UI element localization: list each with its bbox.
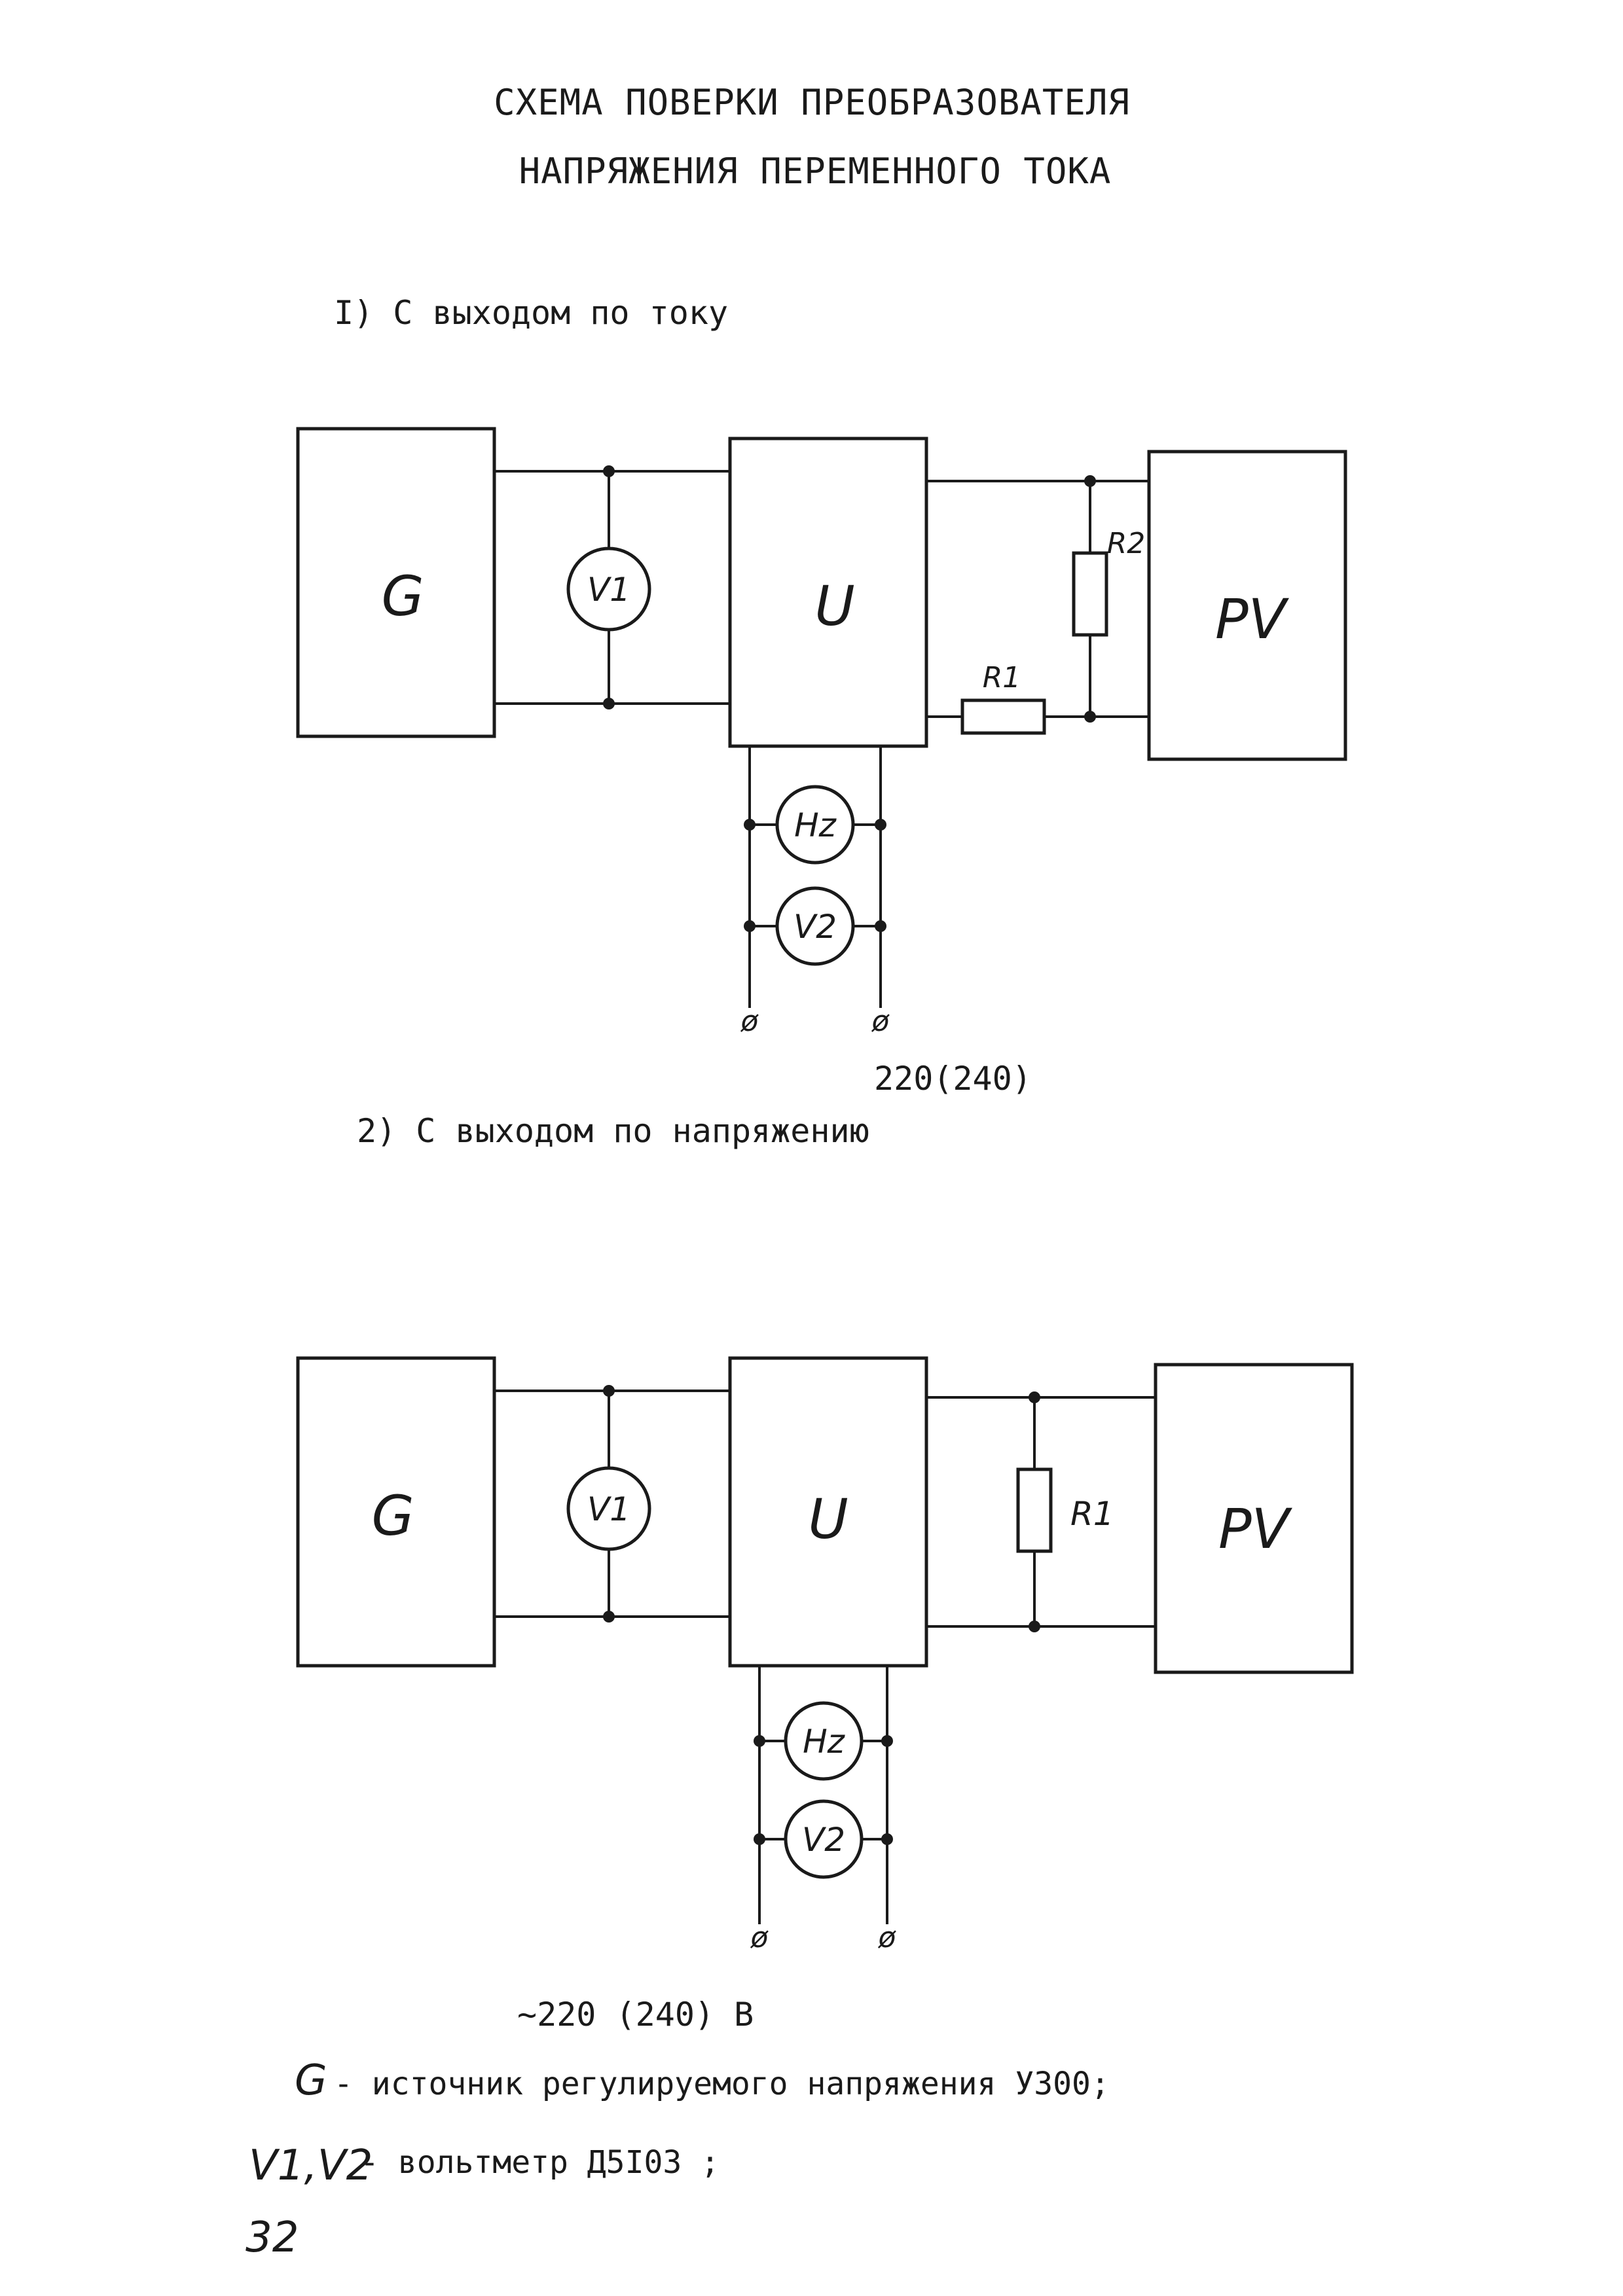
meter-hz-label: Hz — [803, 1723, 846, 1761]
node — [881, 1833, 893, 1845]
legend-text-g: - источник регулируемого напряжения У300… — [334, 2066, 1110, 2102]
meter-hz — [784, 1701, 864, 1781]
node — [603, 1611, 615, 1623]
page-number: 32 — [246, 2214, 299, 2262]
meter-v2-label: V2 — [793, 908, 837, 946]
node — [603, 1385, 615, 1397]
terminal-right: ø — [871, 1005, 890, 1038]
resistor-r1 — [1016, 1467, 1053, 1553]
block-u — [728, 437, 928, 748]
meter-v2 — [784, 1799, 864, 1879]
meter-v2-label: V2 — [802, 1821, 845, 1859]
node — [603, 698, 615, 709]
node — [1029, 1621, 1040, 1632]
block-pv-label: PV — [1218, 1497, 1293, 1561]
scheme2-heading: 2) С выходом по напряжению — [357, 1112, 869, 1150]
meter-v1-label: V1 — [587, 571, 630, 609]
block-u-label: U — [814, 574, 854, 638]
meter-v1 — [566, 547, 651, 632]
node — [744, 819, 756, 831]
node — [875, 819, 886, 831]
legend: G - источник регулируемого напряжения У3… — [249, 2056, 1110, 2190]
scheme-current-output: I) С выходом по току G U PV V1 R1 R2 — [296, 294, 1347, 1098]
node — [603, 465, 615, 477]
block-g-label: G — [371, 1484, 414, 1548]
legend-text-v1-v2: - вольтметр Д5I03 ; — [360, 2144, 720, 2181]
node — [875, 920, 886, 932]
legend-symbol-g: G — [295, 2056, 327, 2105]
block-g-label: G — [381, 564, 424, 628]
node — [754, 1735, 765, 1747]
block-g — [296, 427, 496, 738]
node — [1084, 475, 1096, 487]
node — [744, 920, 756, 932]
block-pv — [1154, 1363, 1354, 1674]
title-line-1: СХЕМА ПОВЕРКИ ПРЕОБРАЗОВАТЕЛЯ — [494, 82, 1130, 123]
meter-hz-label: Hz — [794, 806, 837, 844]
resistor-r1-label: R1 — [1070, 1495, 1114, 1533]
node — [754, 1833, 765, 1845]
block-pv — [1147, 450, 1347, 761]
terminal-left: ø — [750, 1921, 769, 1954]
scheme1-heading: I) С выходом по току — [334, 294, 728, 332]
scheme2-supply-label: ~220 (240) В — [517, 1996, 754, 2034]
resistor-r2 — [1072, 551, 1108, 637]
block-u-label: U — [808, 1487, 848, 1551]
node — [1029, 1391, 1040, 1403]
legend-symbol-v1-v2: V1,V2 — [249, 2142, 373, 2190]
resistor-r1-label: R1 — [983, 661, 1021, 694]
node — [1084, 711, 1096, 723]
resistor-r1 — [960, 698, 1046, 735]
meter-hz — [775, 785, 855, 865]
block-pv-label: PV — [1215, 587, 1290, 651]
resistor-r2-label: R2 — [1107, 527, 1146, 560]
terminal-left: ø — [740, 1005, 759, 1038]
block-u — [728, 1356, 928, 1668]
scheme1-supply-label: 220(240) — [874, 1060, 1032, 1098]
meter-v1-label: V1 — [587, 1490, 630, 1528]
scheme-voltage-output: 2) С выходом по напряжению G U PV V1 R1 … — [296, 1112, 1354, 2034]
meter-v2 — [775, 886, 855, 966]
title-line-2: НАПРЯЖЕНИЯ ПЕРЕМЕННОГО ТОКА — [519, 151, 1112, 192]
meter-v1 — [566, 1466, 651, 1551]
terminal-right: ø — [878, 1921, 897, 1954]
node — [881, 1735, 893, 1747]
block-g — [296, 1356, 496, 1668]
